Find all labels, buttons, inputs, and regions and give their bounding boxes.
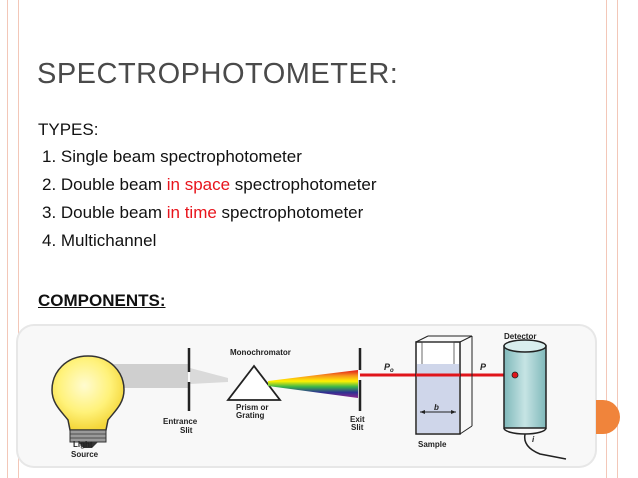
type-item-1: 1. Single beam spectrophotometer bbox=[42, 147, 377, 175]
current-label: i bbox=[532, 435, 535, 444]
prism-label: Prism or bbox=[236, 403, 268, 412]
type-item-text: 3. Double beam bbox=[42, 203, 167, 222]
entrance-slit-label: Slit bbox=[180, 426, 193, 435]
type-item-3: 3. Double beam in time spectrophotometer bbox=[42, 203, 377, 231]
border-line-left bbox=[7, 0, 8, 478]
p-label: P bbox=[480, 362, 487, 372]
slide-title: SPECTROPHOTOMETER: bbox=[37, 58, 399, 90]
border-line-right bbox=[617, 0, 618, 478]
light-path bbox=[113, 364, 188, 388]
types-list: 1. Single beam spectrophotometer 2. Doub… bbox=[42, 147, 377, 259]
monochromator-label: Monochromator bbox=[230, 348, 291, 357]
type-item-text: 2. Double beam bbox=[42, 175, 167, 194]
type-item-suffix: spectrophotometer bbox=[230, 175, 377, 194]
type-item-highlight: in space bbox=[166, 175, 231, 194]
light-path-narrow bbox=[190, 368, 228, 384]
source-label: Source bbox=[71, 450, 99, 459]
border-line-right-inner bbox=[606, 0, 607, 478]
b-label: b bbox=[434, 403, 439, 412]
dispersed-spectrum bbox=[268, 370, 358, 398]
diagram-svg: Light Source Entrance Slit Monochromator… bbox=[51, 332, 567, 460]
type-item-2: 2. Double beam in space spectrophotomete… bbox=[42, 175, 377, 203]
light-label: Light bbox=[73, 440, 93, 449]
exit-label: Exit bbox=[350, 415, 365, 424]
entrance-label: Entrance bbox=[163, 417, 198, 426]
sample-label: Sample bbox=[418, 440, 447, 449]
spectrophotometer-diagram: Light Source Entrance Slit Monochromator… bbox=[18, 326, 595, 466]
light-bulb-icon bbox=[51, 355, 125, 448]
type-item-4: 4. Multichannel bbox=[42, 231, 377, 259]
prism-icon bbox=[226, 364, 282, 401]
border-line-left-inner bbox=[18, 0, 19, 478]
detector-icon bbox=[503, 339, 567, 460]
type-item-suffix: spectrophotometer bbox=[216, 203, 364, 222]
types-label: TYPES: bbox=[38, 120, 99, 139]
detector-label: Detector bbox=[504, 332, 536, 341]
type-item-highlight: in time bbox=[166, 203, 217, 222]
p0-label: Po bbox=[384, 362, 394, 374]
cuvette-icon bbox=[415, 335, 473, 435]
components-heading: COMPONENTS: bbox=[38, 291, 166, 310]
type-item-text: 1. Single beam spectrophotometer bbox=[42, 147, 302, 166]
grating-label: Grating bbox=[236, 411, 265, 420]
type-item-text: 4. Multichannel bbox=[42, 231, 157, 250]
exit-slit-label: Slit bbox=[351, 423, 364, 432]
